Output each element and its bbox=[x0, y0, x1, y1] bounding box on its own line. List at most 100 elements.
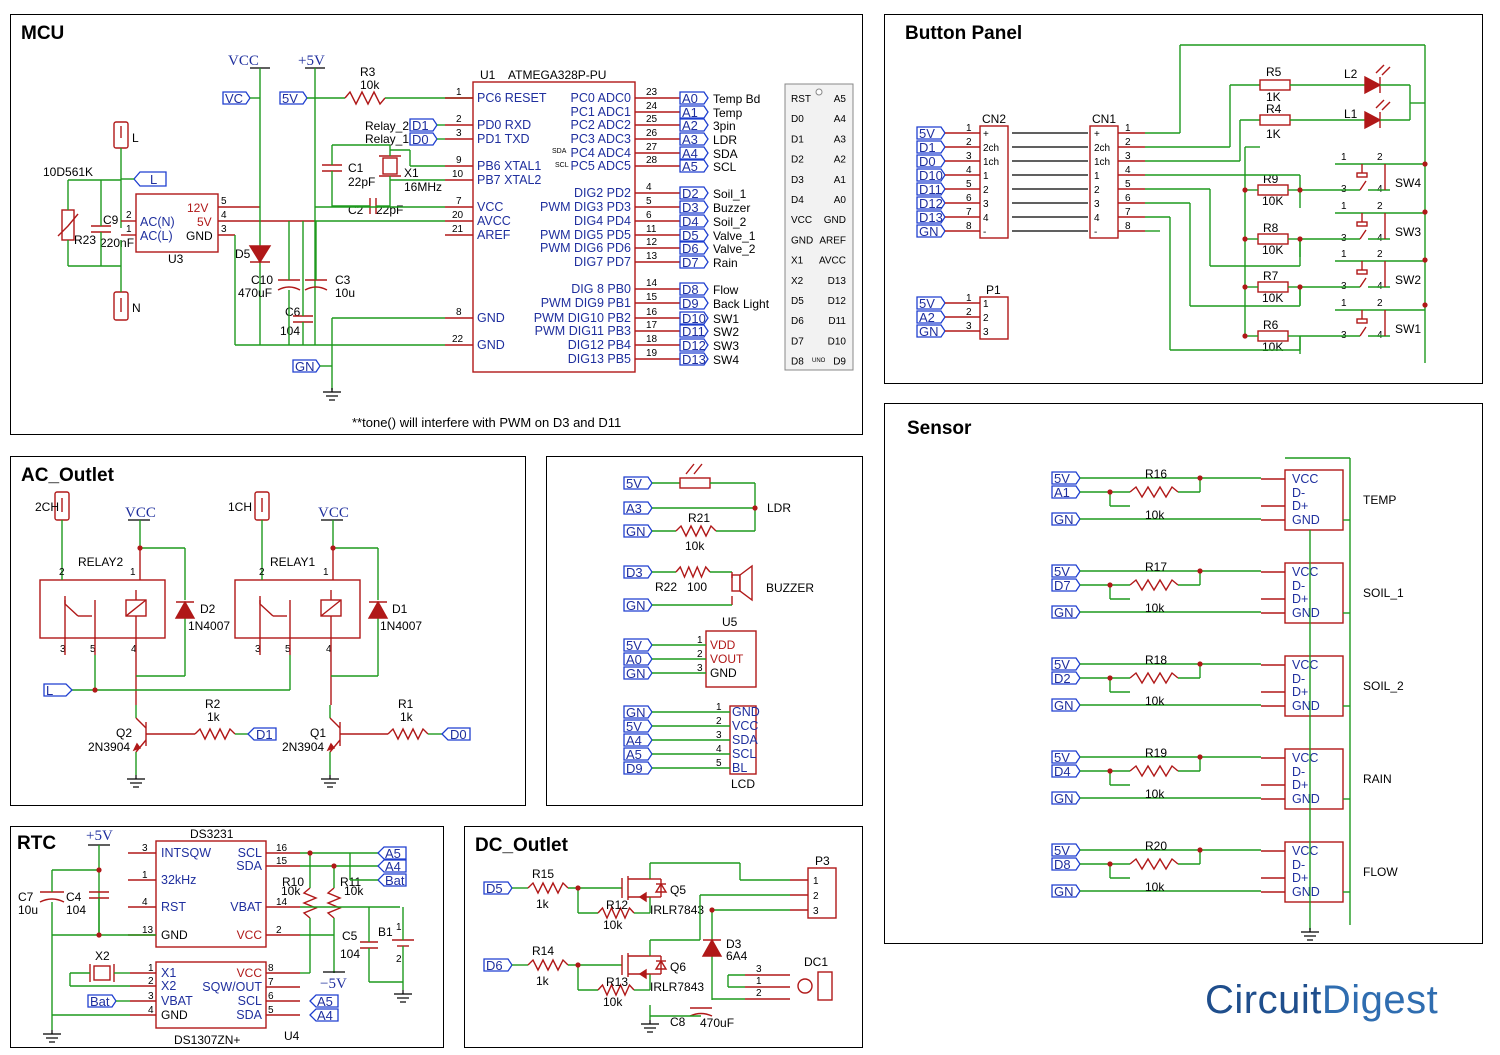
r9-label: R9 bbox=[1263, 172, 1279, 186]
lcd-connector bbox=[729, 705, 757, 775]
ds3231-pin: INTSQW bbox=[161, 846, 211, 860]
u3-label: U3 bbox=[168, 252, 184, 266]
d1-value: 1N4007 bbox=[380, 619, 422, 633]
pin-name: PWM DIG6 PD6 bbox=[540, 241, 631, 255]
p1-connector bbox=[979, 296, 1009, 340]
net-d8-text: D8 bbox=[682, 282, 699, 297]
sensor-pin: D- bbox=[1292, 672, 1305, 686]
sensor-pin: D+ bbox=[1292, 685, 1308, 699]
pin-number: 4 bbox=[1125, 165, 1131, 176]
r21-value: 10k bbox=[685, 539, 705, 553]
c1-label: C1 bbox=[348, 161, 364, 175]
d5-label: D5 bbox=[235, 247, 251, 261]
pin-number: 12 bbox=[646, 237, 658, 248]
uno-tag: UNO bbox=[812, 358, 826, 364]
net-a1 bbox=[679, 105, 709, 119]
sensor-pin: D+ bbox=[1292, 499, 1308, 513]
net-sensor bbox=[1051, 657, 1081, 671]
pin-number: 3 bbox=[966, 151, 972, 162]
net-u4-a5 bbox=[309, 994, 339, 1008]
pin-number: 16 bbox=[646, 307, 658, 318]
pin-number: 2 bbox=[59, 567, 65, 578]
sensor-r-value: 10k bbox=[1145, 694, 1165, 708]
svg-text:3: 3 bbox=[456, 128, 462, 139]
u4-pin: SQW/OUT bbox=[202, 980, 262, 994]
cn2-pin-label: + bbox=[983, 129, 989, 140]
net-sensor bbox=[1051, 698, 1081, 712]
uno-pin-right: GND bbox=[824, 215, 846, 226]
signal-label: Flow bbox=[713, 283, 739, 297]
pin-number: 5 bbox=[268, 1005, 274, 1016]
c5-value: 104 bbox=[340, 947, 360, 961]
net-buzzer-gn bbox=[623, 598, 653, 612]
net-ldr-5v-text: 5V bbox=[626, 476, 642, 491]
signal-label: Soil_1 bbox=[713, 187, 747, 201]
c6-label: C6 bbox=[285, 305, 301, 319]
net-sensor-text: 5V bbox=[1054, 657, 1070, 672]
sensor-schematic: VCCD-D+GND5VA1GNR1610kTEMPVCCD-D+GND5VD7… bbox=[1051, 457, 1404, 941]
pin-number: 4 bbox=[131, 644, 137, 655]
pin-number: 15 bbox=[276, 856, 288, 867]
svg-text:9: 9 bbox=[456, 155, 462, 166]
pin-number: 1 bbox=[716, 702, 722, 713]
uno-pin-right: D10 bbox=[828, 336, 847, 347]
r22-label: R22 bbox=[655, 580, 677, 594]
pin-number: 2 bbox=[148, 976, 154, 987]
net-sensor-text: D4 bbox=[1054, 764, 1071, 779]
cn1-pin-label: - bbox=[1094, 227, 1097, 238]
net-sensor bbox=[1051, 471, 1081, 485]
net-d4-text: D4 bbox=[682, 214, 699, 229]
net-sensor-text: GN bbox=[1054, 512, 1074, 527]
net-ldr-a3 bbox=[623, 501, 653, 515]
u5-pin: GND bbox=[710, 666, 737, 680]
net-u4-a4-text: A4 bbox=[317, 1008, 333, 1023]
net-d13-text: D13 bbox=[682, 352, 706, 367]
resistor bbox=[675, 524, 717, 538]
uno-pin-left: D0 bbox=[791, 114, 804, 125]
u4-pin: GND bbox=[161, 1008, 188, 1022]
dc-outlet-panel-title: DC_Outlet bbox=[475, 835, 568, 856]
u4-pin: SCL bbox=[238, 994, 262, 1008]
ac-outlet-panel-title: AC_Outlet bbox=[21, 465, 114, 486]
svg-text:10: 10 bbox=[452, 169, 464, 180]
sensor-module bbox=[1284, 841, 1344, 903]
r7-value: 10K bbox=[1262, 291, 1283, 305]
net-rtc-a5-text: A5 bbox=[385, 846, 401, 861]
ds1307-chip bbox=[155, 961, 267, 1029]
pin-name: DIG 8 PB0 bbox=[571, 282, 631, 296]
c8-value: 470uF bbox=[700, 1016, 734, 1030]
net-cn2-text: D13 bbox=[919, 210, 943, 225]
uno-pin-right: A5 bbox=[834, 94, 847, 105]
svg-text:22: 22 bbox=[452, 334, 464, 345]
ground-symbol bbox=[640, 1019, 660, 1033]
cn1-pin-label: 1ch bbox=[1094, 157, 1110, 168]
r1-label: R1 bbox=[398, 697, 414, 711]
sensor-pin: GND bbox=[1292, 792, 1320, 806]
resistor bbox=[1259, 79, 1291, 91]
r6-label: R6 bbox=[1263, 318, 1279, 332]
uno-pin-right: AVCC bbox=[819, 256, 846, 267]
l-conn-label: L bbox=[132, 131, 139, 145]
svg-text:AREF: AREF bbox=[477, 228, 511, 242]
signal-label: SDA bbox=[713, 147, 738, 161]
net-d6 bbox=[679, 241, 709, 255]
net-cn2 bbox=[916, 196, 946, 210]
pin-number: 1 bbox=[1341, 152, 1347, 163]
svg-text:GND: GND bbox=[477, 338, 505, 352]
svg-text:2: 2 bbox=[456, 114, 462, 125]
dc-r-label: R14 bbox=[532, 944, 554, 958]
signal-label: SW2 bbox=[713, 325, 739, 339]
pin-number: 2 bbox=[276, 925, 282, 936]
pin-number: 1 bbox=[1125, 123, 1131, 134]
net-u5 bbox=[623, 638, 653, 652]
pin-number: 5 bbox=[90, 644, 96, 655]
net-u5-text: 5V bbox=[626, 638, 642, 653]
q1-label: Q1 bbox=[310, 726, 326, 740]
sensor-pin: D+ bbox=[1292, 778, 1308, 792]
u5-pin: VDD bbox=[710, 638, 736, 652]
sensor-r-label: R16 bbox=[1145, 467, 1167, 481]
c8-label: C8 bbox=[670, 1015, 686, 1029]
